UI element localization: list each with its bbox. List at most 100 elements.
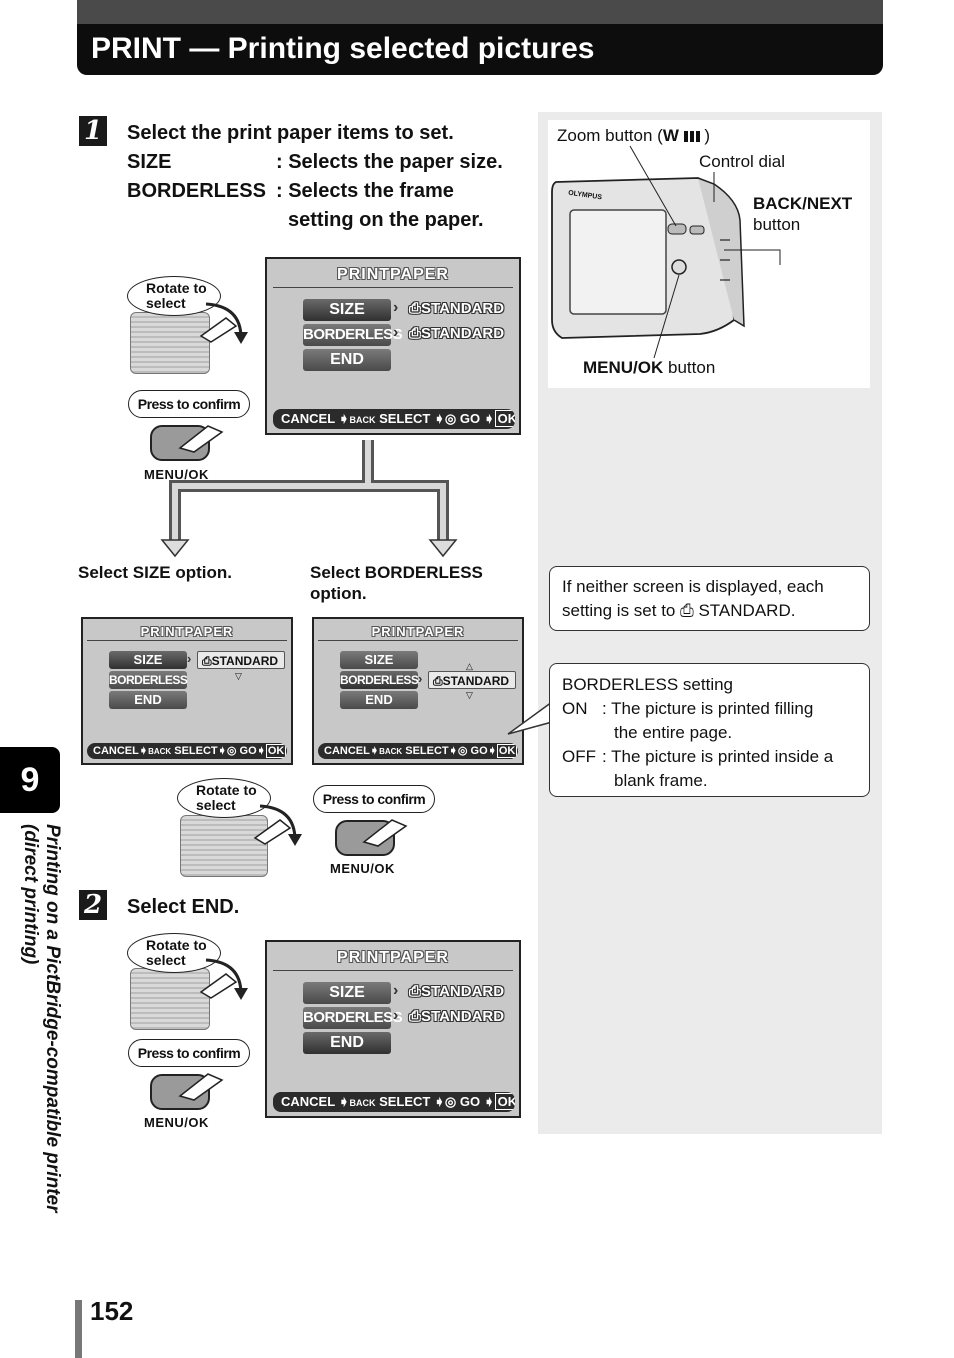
- screen-footer-bar: CANCEL➧BACK SELECT➧◎ GO➧OK: [318, 743, 518, 759]
- printer-icon: ⎙: [202, 654, 212, 668]
- screen-title: PRINTPAPER: [140, 624, 234, 639]
- chevron-right-icon: ›: [393, 982, 399, 999]
- menu-item-borderless: BORDERLESS: [303, 1007, 403, 1029]
- step-1-badge: 1: [79, 116, 107, 146]
- screen-footer-bar: CANCEL ➧BACK SELECT ➧◎ GO ➧OK: [273, 409, 515, 429]
- menu-item-end: END: [109, 691, 187, 709]
- dial-icon: ◎: [457, 745, 468, 757]
- screen-rule: [87, 640, 287, 641]
- menu-item-borderless: BORDERLESS: [340, 671, 419, 689]
- chevron-right-icon: ›: [393, 299, 399, 316]
- page-number: 152: [90, 1296, 134, 1326]
- printer-icon: ⎙: [680, 601, 694, 620]
- printpaper-screen-borderless: PRINTPAPER SIZE BORDERLESS END △ › ⎙STAN…: [312, 617, 524, 765]
- note-on-text-2: the entire page.: [614, 723, 733, 742]
- screen-footer-bar: CANCEL ➧BACK SELECT ➧◎ GO ➧OK: [273, 1092, 515, 1112]
- screen-title: PRINTPAPER: [337, 949, 449, 966]
- rotate-arrow-icon: [199, 302, 248, 344]
- dial-icon: ◎: [444, 411, 457, 426]
- rotate-arrow-icon: [253, 804, 302, 846]
- printer-icon: ⎙: [433, 674, 443, 688]
- step-2-text: Select END.: [127, 896, 240, 918]
- printer-icon: ⎙: [409, 983, 422, 1000]
- confirm-callout: Press to confirm: [313, 785, 435, 813]
- rotate-callout: Rotate to select: [177, 778, 271, 818]
- camera-diagram: Zoom button (W ) Control dial BACK/NEXT …: [548, 120, 870, 388]
- rotate-arrow-icon: [199, 958, 248, 1000]
- chevron-right-icon: ›: [187, 651, 192, 666]
- size-option-box: ⎙STANDARD: [197, 651, 285, 669]
- rotate-callout: Rotate to select: [127, 276, 221, 316]
- up-arrow-icon: △: [466, 661, 473, 671]
- printer-icon: ⎙: [409, 1008, 422, 1025]
- zoom-button-label: Zoom button (W ): [557, 126, 711, 145]
- pointing-hand-icon: [178, 425, 224, 453]
- borderless-option-caption-2: option.: [310, 584, 367, 603]
- note-standard-line-1: If neither screen is displayed, each: [562, 577, 824, 596]
- borderless-option-caption-1: Select BORDERLESS: [310, 563, 483, 582]
- header-bar: [77, 24, 883, 75]
- confirm-callout: Press to confirm: [128, 390, 250, 418]
- chapter-tab: 9: [0, 747, 60, 813]
- note-borderless: BORDERLESS setting ON: The picture is pr…: [549, 663, 870, 797]
- note-standard-line-2: setting is set to ⎙ STANDARD.: [562, 601, 796, 620]
- camera-dial-image: [180, 815, 268, 877]
- branch-arrows: [160, 440, 458, 558]
- note-on-row: ON: The picture is printed filling: [562, 699, 814, 718]
- size-term: SIZE: [127, 151, 172, 173]
- menu-item-size: SIZE: [340, 651, 418, 669]
- chapter-side-title: Printing on a PictBridge-compatible prin…: [20, 824, 63, 1213]
- screen-rule: [318, 640, 518, 641]
- callout-pointer: [507, 700, 554, 735]
- screen-title: PRINTPAPER: [337, 266, 449, 283]
- back-next-label: BACK/NEXT: [753, 194, 853, 213]
- borderless-option-box: ⎙STANDARD: [428, 671, 516, 689]
- menu-item-size: SIZE: [109, 651, 187, 669]
- borderless-desc-1: : Selects the frame: [276, 180, 454, 202]
- size-option-caption: Select SIZE option.: [78, 563, 232, 582]
- borderless-value: ⎙STANDARD: [409, 325, 505, 342]
- borderless-value: ⎙STANDARD: [409, 1008, 505, 1025]
- menu-ok-label: MENU/OK: [144, 467, 209, 482]
- pointing-hand-icon: [178, 1073, 224, 1101]
- pointing-hand-icon: [362, 819, 408, 847]
- menu-item-end: END: [303, 349, 391, 371]
- chevron-right-icon: ›: [393, 324, 399, 341]
- menu-item-borderless: BORDERLESS: [109, 671, 188, 689]
- printpaper-screen-main: PRINTPAPER SIZE BORDERLESS END › › ⎙STAN…: [265, 257, 521, 435]
- menu-item-borderless: BORDERLESS: [303, 324, 403, 346]
- camera-back-illustration: [551, 145, 781, 359]
- note-borderless-title: BORDERLESS setting: [562, 675, 734, 694]
- dial-icon: ◎: [226, 745, 237, 757]
- chevron-right-icon: ›: [393, 1007, 399, 1024]
- camera-dial-image: [130, 968, 210, 1030]
- down-arrow-icon: ▽: [466, 690, 473, 700]
- screen-title: PRINTPAPER: [371, 624, 465, 639]
- borderless-desc-2: setting on the paper.: [288, 209, 484, 231]
- printpaper-screen-end: PRINTPAPER SIZE BORDERLESS END › › ⎙STAN…: [265, 940, 521, 1118]
- menu-ok-button-label: MENU/OK button: [583, 358, 716, 377]
- rotate-callout: Rotate to select: [127, 933, 221, 973]
- zoom-grid-icon: [683, 131, 700, 143]
- note-off-row: OFF: The picture is printed inside a: [562, 747, 834, 766]
- size-value: ⎙STANDARD: [409, 983, 505, 1000]
- menu-ok-label: MENU/OK: [330, 861, 395, 876]
- step-2-badge: 2: [79, 890, 107, 920]
- chevron-right-icon: ›: [418, 671, 423, 686]
- note-off-text-2: blank frame.: [614, 771, 708, 790]
- page-number-bar: [75, 1300, 82, 1358]
- printpaper-screen-size: PRINTPAPER SIZE BORDERLESS END › ⎙STANDA…: [81, 617, 293, 765]
- step-1-intro: Select the print paper items to set.: [127, 122, 454, 144]
- menu-item-end: END: [340, 691, 418, 709]
- screen-rule: [273, 970, 513, 971]
- camera-dial-image: [130, 312, 210, 374]
- back-next-button-word: button: [753, 215, 801, 234]
- menu-item-size: SIZE: [303, 982, 391, 1004]
- size-value: ⎙STANDARD: [409, 300, 505, 317]
- menu-ok-label: MENU/OK: [144, 1115, 209, 1130]
- menu-item-end: END: [303, 1032, 391, 1054]
- header-top-bar: [77, 0, 883, 24]
- confirm-callout: Press to confirm: [128, 1039, 250, 1067]
- page-title: PRINT — Printing selected pictures: [91, 32, 595, 65]
- borderless-term: BORDERLESS: [127, 180, 266, 202]
